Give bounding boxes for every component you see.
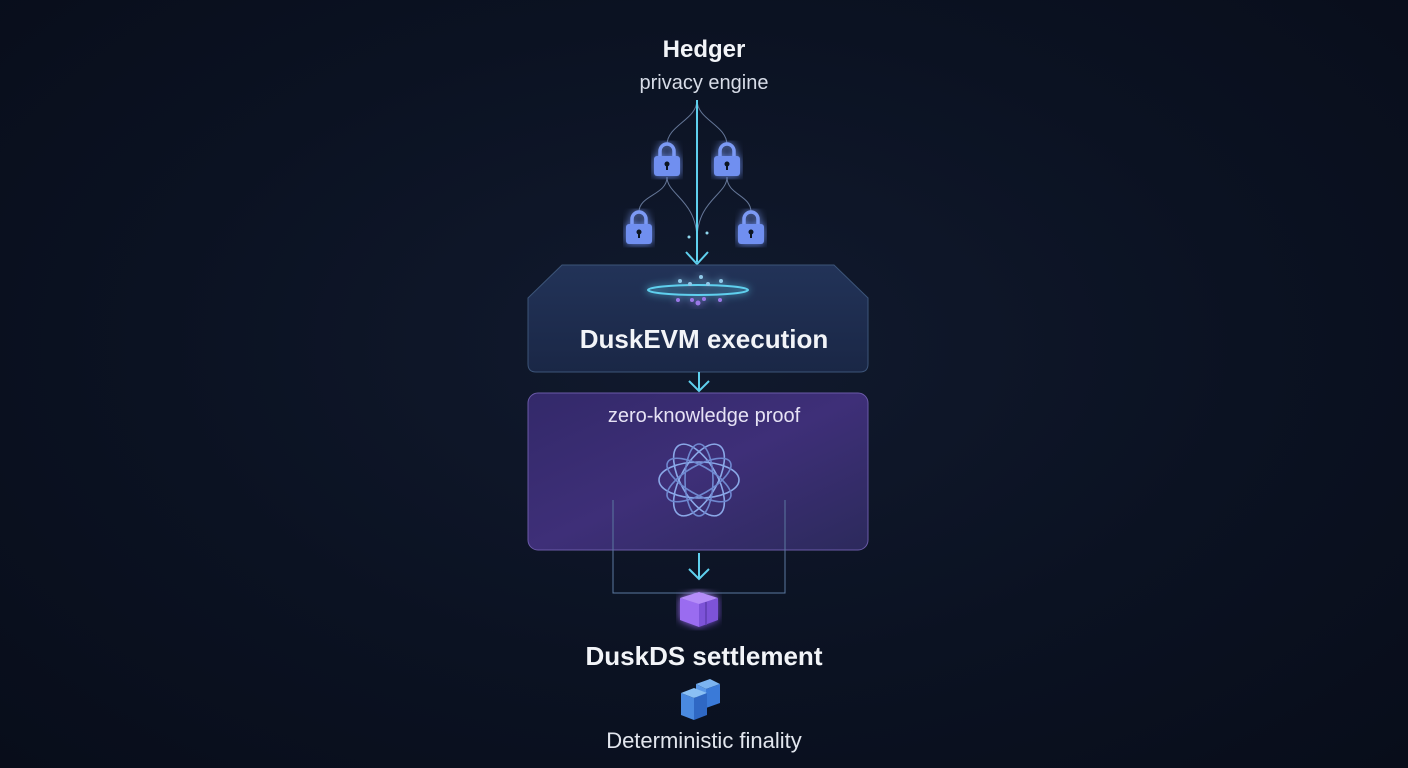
particle-ring-icon (647, 275, 749, 306)
lock-icon (738, 210, 764, 244)
diagram-title: Hedger (662, 36, 746, 63)
settlement-label: DuskDS settlement (585, 641, 823, 671)
execution-box (527, 264, 869, 373)
cube-icon (680, 592, 718, 627)
knot-icon (658, 443, 740, 517)
lock-icon (626, 210, 652, 244)
lock-icon (714, 142, 740, 176)
diagram-subtitle: privacy engine (639, 72, 769, 94)
particles (687, 231, 709, 239)
finality-label: Deterministic finality (606, 728, 802, 753)
lock-icon (654, 142, 680, 176)
execution-label: DuskEVM execution (579, 324, 829, 354)
proof-label: zero-knowledge proof (607, 405, 801, 427)
stacked-blocks-icon (681, 679, 720, 720)
arrow-down-icon (688, 568, 710, 581)
arrow-down-icon (688, 380, 710, 393)
arrow-down-icon (685, 251, 709, 266)
